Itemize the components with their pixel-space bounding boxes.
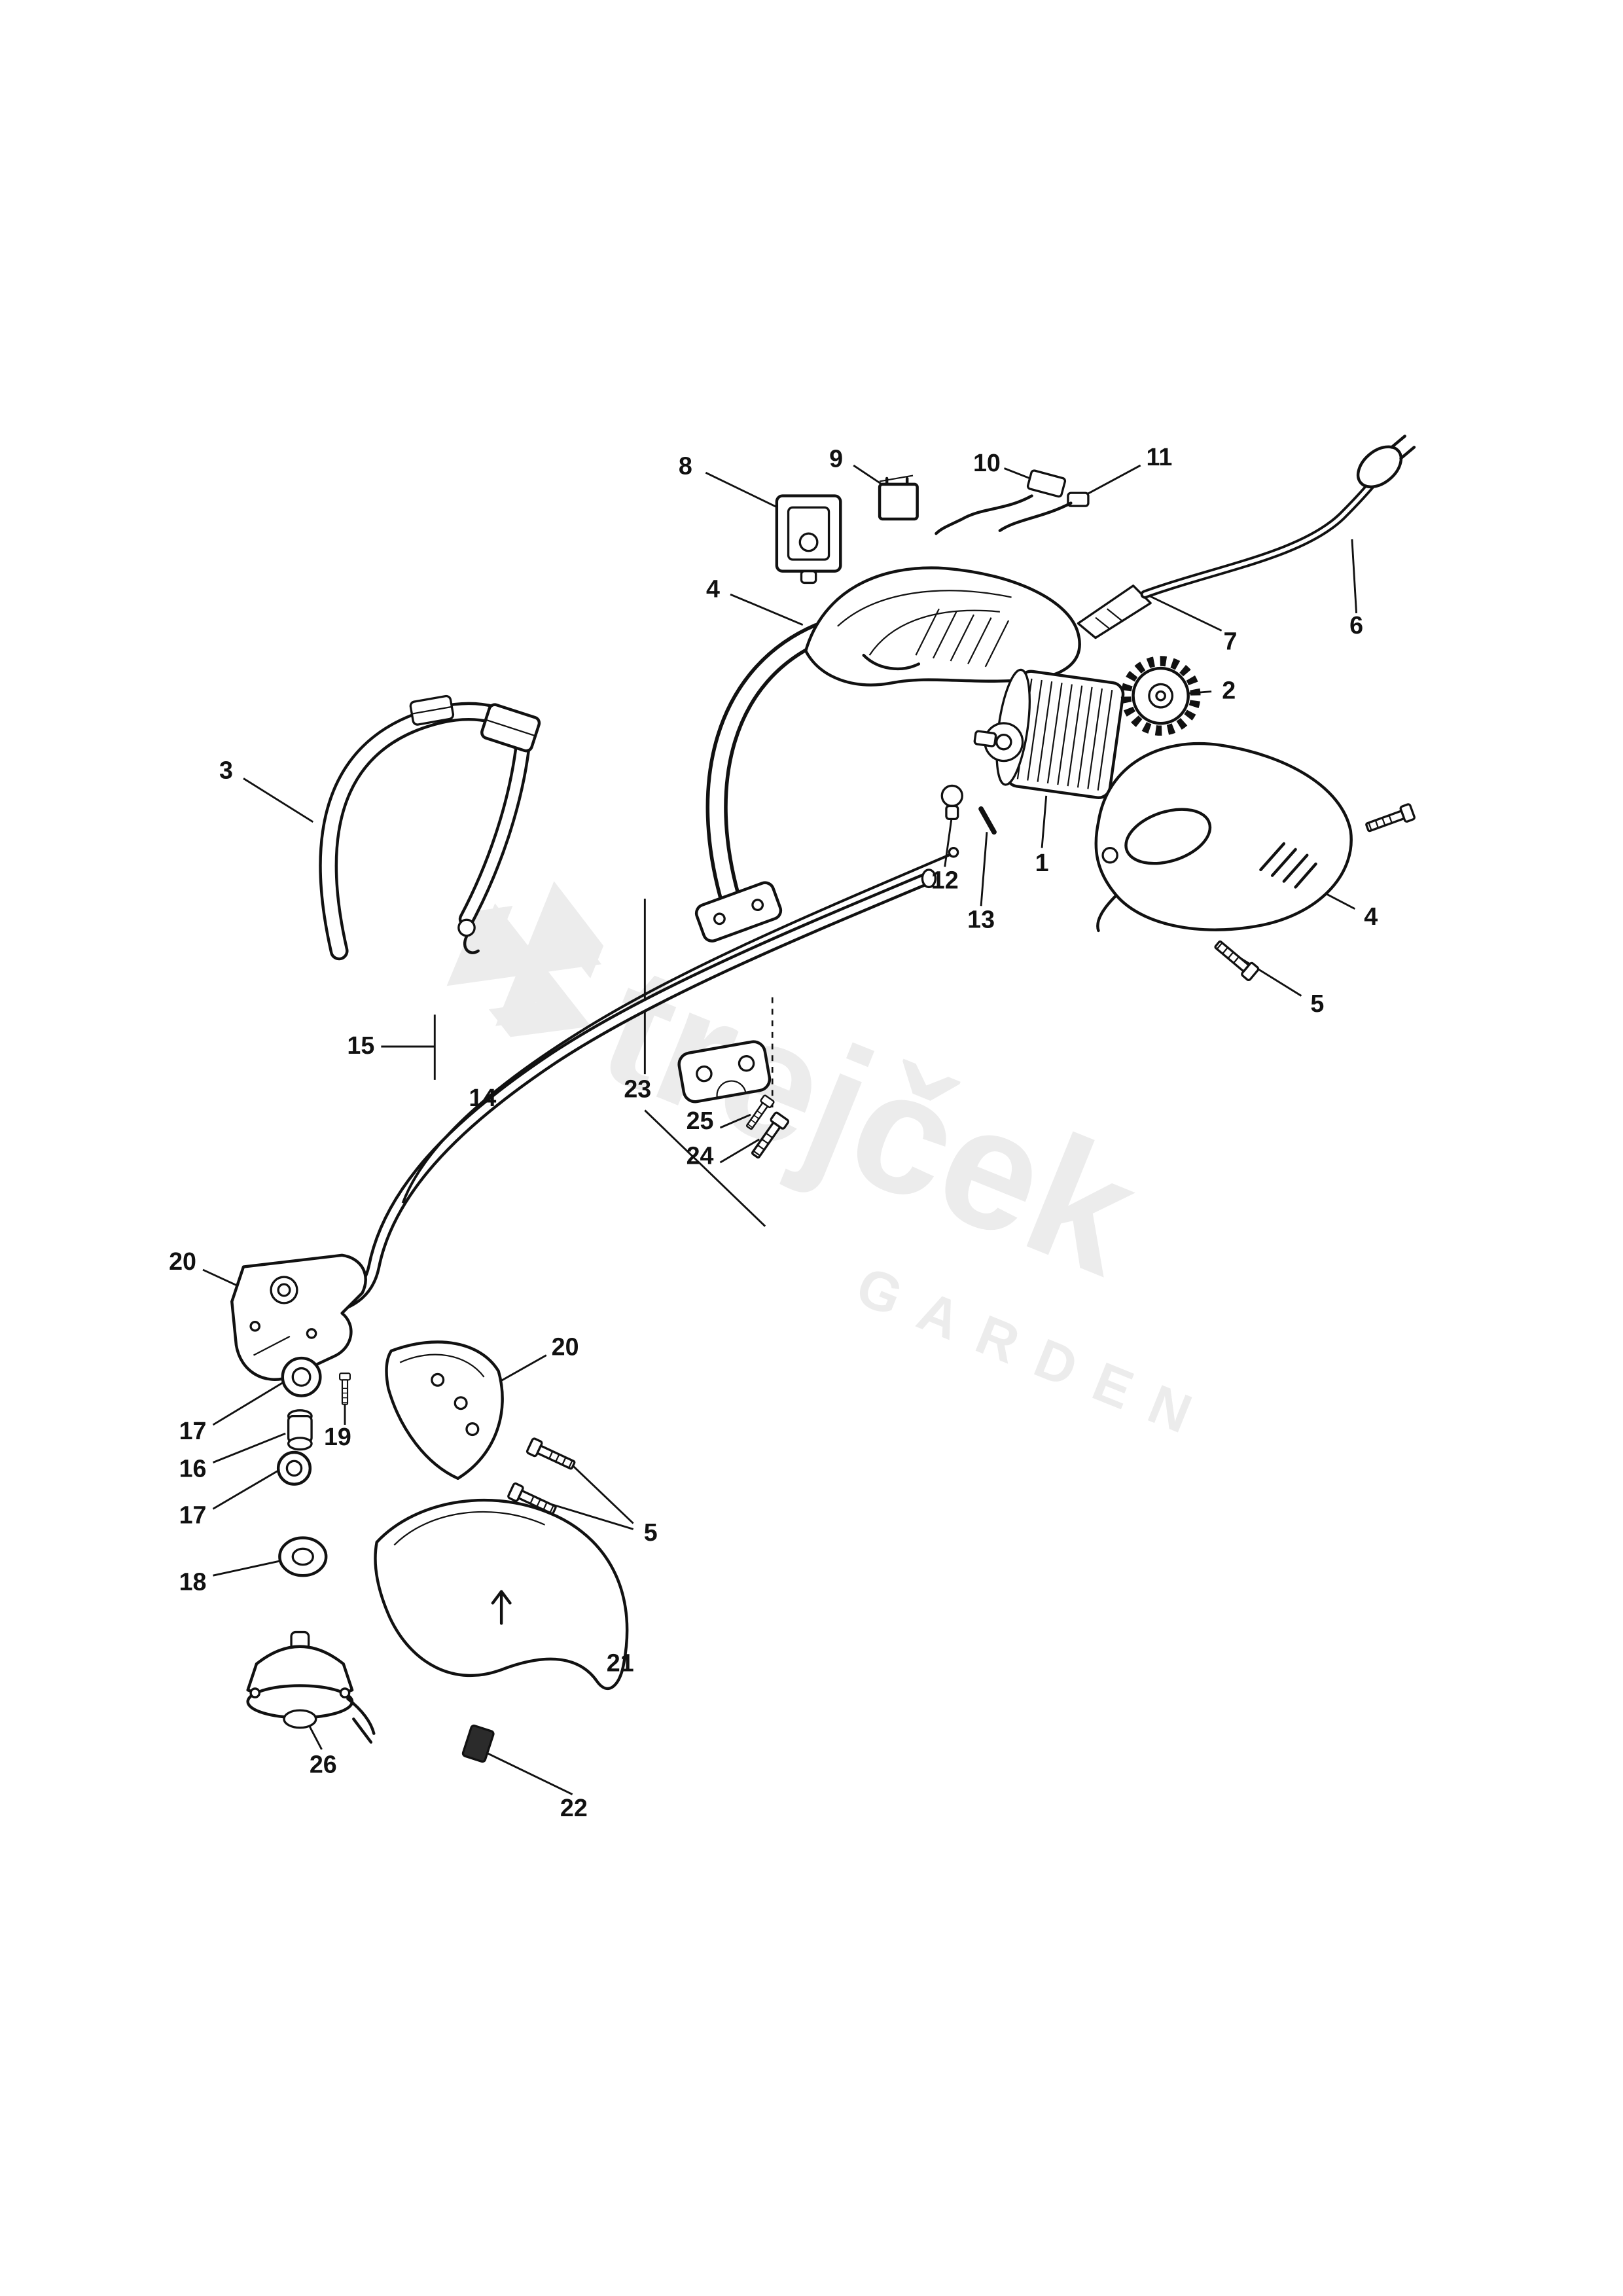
motor [973,668,1125,799]
part-label-20b: 20 [552,1333,579,1361]
part-labels: 8 9 10 11 6 7 4 2 1 3 12 13 4 5 15 14 23… [169,443,1378,1821]
trigger [862,653,921,671]
part-label-15: 15 [347,1031,374,1059]
part-label-1: 1 [1035,849,1049,876]
part-label-13: 13 [967,905,995,933]
part-label-8: 8 [679,452,692,479]
gearhead-bracket [230,1253,367,1381]
part-label-7: 7 [1223,627,1237,655]
spindle [287,1409,313,1451]
part-label-2: 2 [1222,677,1236,704]
cable-clamp [677,1040,772,1103]
power-cord [1140,435,1416,599]
wire-connectors [935,469,1090,535]
shaft-tube [315,846,959,1316]
bump-knob [283,1709,317,1729]
part-label-5b: 5 [644,1518,658,1546]
rear-handle-housing [1094,742,1353,933]
motor-shaft [973,730,997,747]
cord-boot [1077,584,1152,639]
microswitch [878,475,919,521]
front-loop-handle [694,622,830,942]
shaft-nut [940,784,963,821]
washer [278,1536,328,1577]
part-label-25: 25 [687,1107,714,1134]
part-label-17b: 17 [179,1501,207,1529]
line-cutter-blade [461,1724,495,1763]
strap-buckle [480,703,541,753]
guard-shield [374,1498,629,1691]
part-label-19: 19 [324,1423,351,1450]
part-label-17: 17 [179,1417,207,1444]
part-label-4b: 4 [1364,903,1378,930]
cooling-fan [1120,656,1201,736]
part-label-22: 22 [560,1794,588,1821]
guard-bolt [525,1437,578,1474]
part-label-11: 11 [1147,443,1173,471]
power-switch [775,494,842,584]
bearing-lower [276,1450,312,1486]
part-label-20: 20 [169,1247,196,1275]
spool-head [246,1630,376,1744]
part-label-6: 6 [1349,611,1363,639]
part-label-16: 16 [179,1455,207,1482]
tube-end-cap [921,869,936,889]
part-label-24: 24 [687,1141,714,1169]
switch-housing [804,566,1081,687]
part-label-23: 23 [624,1075,651,1103]
mains-plug [1356,435,1416,489]
part-label-14: 14 [469,1084,496,1111]
guard-mount [385,1340,504,1480]
trimmer-line [346,1697,376,1735]
housing-bolt [1211,937,1260,982]
part-label-4: 4 [706,575,720,603]
watermark: trejček GARDEN [437,881,1221,1454]
handle-clamp-mount [694,881,783,942]
housing-bolt [1363,802,1416,836]
part-label-9: 9 [829,444,843,472]
strap-slider [409,694,455,726]
part-label-18: 18 [179,1568,207,1595]
part-label-3: 3 [219,756,233,783]
part-label-5: 5 [1310,990,1324,1017]
pin [978,806,997,835]
drive-cable [401,852,953,1204]
part-label-12: 12 [931,867,959,894]
part-label-10: 10 [973,449,1001,476]
molded-arrow [491,1590,512,1625]
bracket-screw [339,1372,351,1405]
bearing-upper [281,1356,322,1397]
strap-hook [457,918,480,954]
part-label-21: 21 [607,1649,634,1676]
shoulder-strap [319,694,541,961]
part-label-26: 26 [310,1750,337,1778]
